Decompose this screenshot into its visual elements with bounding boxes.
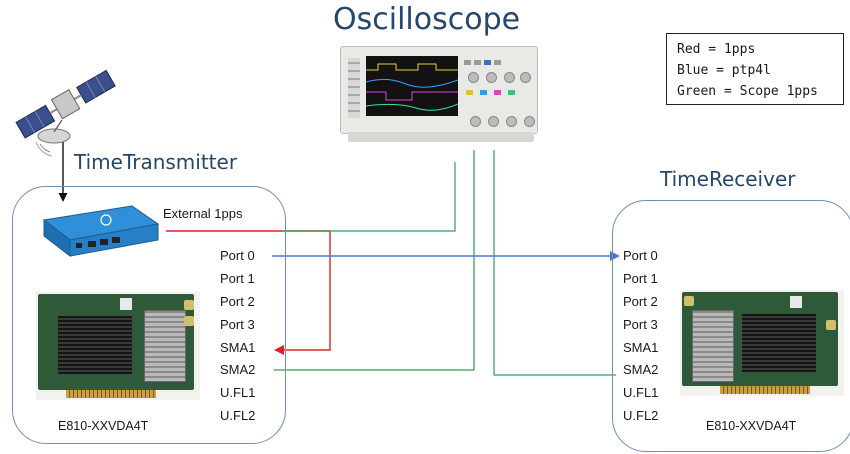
- tx-sma2: SMA2: [220, 362, 256, 377]
- time-receiver-box: [612, 200, 850, 452]
- oscilloscope-image: [340, 46, 544, 146]
- rx-sma1: SMA1: [623, 340, 659, 355]
- receiver-card-label: E810-XXVDA4T: [706, 419, 797, 433]
- tx-ufl2: U.FL2: [220, 408, 256, 423]
- satellite-icon: [15, 69, 116, 157]
- rx-port-2: Port 2: [623, 294, 658, 309]
- green-external-to-scope-line: [282, 162, 456, 232]
- tx-sma1: SMA1: [220, 340, 256, 355]
- legend-red: Red = 1pps: [677, 42, 756, 57]
- rx-ufl2: U.FL2: [623, 408, 659, 423]
- rx-port-0: Port 0: [623, 248, 658, 263]
- rx-port-1: Port 1: [623, 271, 658, 286]
- legend-blue: Blue = ptp4l: [677, 63, 771, 78]
- oscilloscope-title: Oscilloscope: [333, 2, 521, 37]
- green-sma2-to-scope-line: [274, 150, 475, 371]
- receiver-network-card-image: [680, 290, 844, 396]
- green-rx-sma2-to-scope-line: [493, 150, 616, 376]
- rx-sma2: SMA2: [623, 362, 659, 377]
- tx-ufl1: U.FL1: [220, 385, 256, 400]
- red-1pps-line: [166, 230, 331, 355]
- time-transmitter-box: [12, 186, 286, 444]
- external-1pps-label: External 1pps: [163, 206, 243, 221]
- time-transmitter-title: TimeTransmitter: [74, 150, 238, 174]
- grandmaster-clock-device: [42, 205, 160, 258]
- time-receiver-title: TimeReceiver: [660, 167, 796, 191]
- legend-green: Green = Scope 1pps: [677, 84, 818, 99]
- tx-port-2: Port 2: [220, 294, 255, 309]
- rx-ufl1: U.FL1: [623, 385, 659, 400]
- tx-port-3: Port 3: [220, 317, 255, 332]
- tx-port-1: Port 1: [220, 271, 255, 286]
- legend-box: Red = 1pps Blue = ptp4l Green = Scope 1p…: [666, 33, 844, 105]
- tx-port-0: Port 0: [220, 248, 255, 263]
- rx-port-3: Port 3: [623, 317, 658, 332]
- transmitter-network-card-image: [36, 292, 200, 400]
- transmitter-card-label: E810-XXVDA4T: [58, 419, 149, 433]
